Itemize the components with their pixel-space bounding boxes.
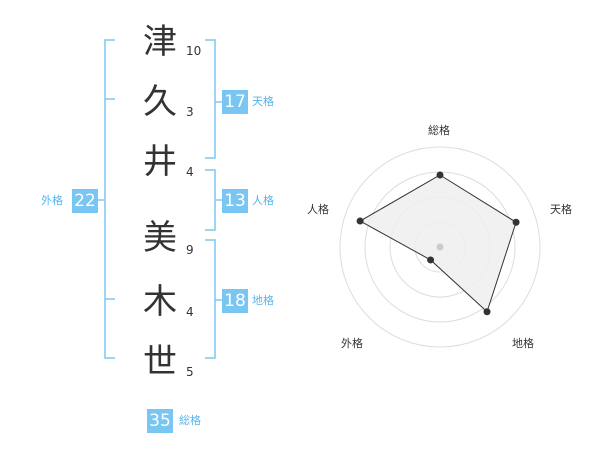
radar-center xyxy=(436,243,444,251)
name-char-1: 津 xyxy=(143,22,177,62)
radar-label-soukaku: 総格 xyxy=(428,124,450,137)
chikaku-value: 18 xyxy=(222,289,248,313)
stroke-count-6: 5 xyxy=(186,365,194,379)
gaikaku-label: 外格 xyxy=(41,194,63,207)
fortune-brackets xyxy=(98,39,222,359)
gaikaku-value: 22 xyxy=(72,189,98,213)
radar-label-tenkaku: 天格 xyxy=(550,203,572,216)
gaikaku-bracket xyxy=(104,39,115,359)
jinkaku-label: 人格 xyxy=(252,194,274,207)
soukaku-value: 35 xyxy=(147,409,173,433)
stroke-count-4: 9 xyxy=(186,243,194,257)
name-char-2: 久 xyxy=(143,82,177,122)
radar-point-1 xyxy=(436,171,444,179)
radar-label-gaikaku: 外格 xyxy=(341,337,363,350)
name-char-3: 井 xyxy=(143,142,177,182)
soukaku-label: 総格 xyxy=(179,414,201,427)
radar-label-chikaku: 地格 xyxy=(512,337,534,350)
stroke-count-1: 10 xyxy=(186,44,202,58)
tenkaku-bracket xyxy=(205,39,216,159)
chikaku-bracket xyxy=(205,239,216,359)
radar-point-4 xyxy=(427,256,435,264)
jinkaku-value: 13 xyxy=(222,189,248,213)
name-char-5: 木 xyxy=(143,282,177,322)
name-char-4: 美 xyxy=(143,218,177,258)
radar-point-3 xyxy=(483,308,491,316)
stroke-count-2: 3 xyxy=(186,105,194,119)
tenkaku-value: 17 xyxy=(222,90,248,114)
tenkaku-label: 天格 xyxy=(252,95,274,108)
stroke-count-5: 4 xyxy=(186,305,194,319)
radar-point-2 xyxy=(512,218,520,226)
stroke-count-3: 4 xyxy=(186,165,194,179)
radar-series-polygon xyxy=(359,174,517,313)
radar-point-5 xyxy=(356,217,364,225)
name-char-6: 世 xyxy=(143,342,177,382)
radar-grid-ring xyxy=(339,146,541,348)
chikaku-label: 地格 xyxy=(252,294,274,307)
radar-label-jinkaku: 人格 xyxy=(307,203,329,216)
